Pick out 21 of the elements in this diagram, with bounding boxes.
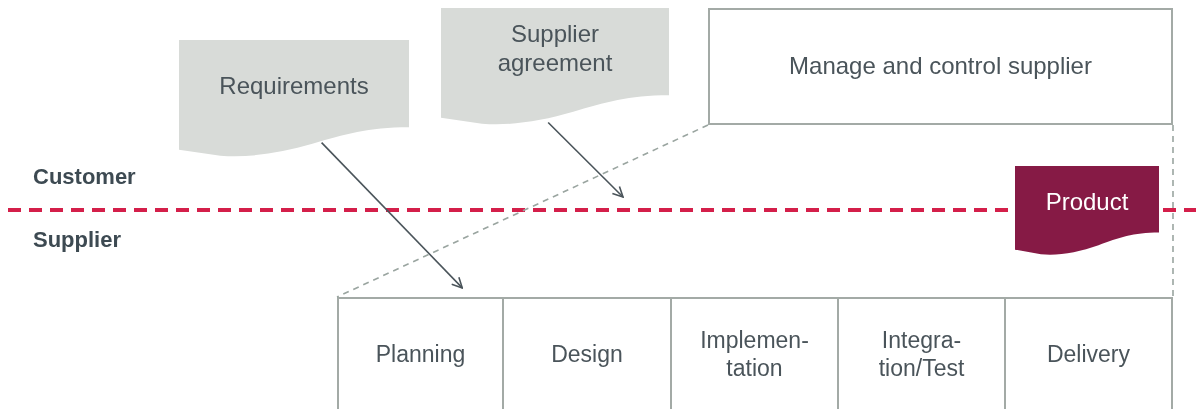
node-label: Requirements [219,72,369,101]
arrow [320,141,464,289]
phase-box [337,297,504,409]
phase-label: Implemen- tation [700,327,809,383]
phase-box [1004,297,1173,409]
phase-label: Design [551,341,623,369]
node-label: Manage and control supplier [789,52,1092,81]
document-shape [441,8,669,126]
document-shape [1015,166,1159,256]
node-label: Product [1045,188,1129,217]
side-label: Customer [33,164,136,190]
phase-label: Planning [375,341,466,369]
side-label: Supplier [33,227,121,253]
phase-label: Integra- tion/Test [878,327,965,383]
document-shape [179,40,409,158]
phase-label: Delivery [1046,341,1131,369]
dashed-connector [1172,124,1174,298]
process-box [708,8,1173,125]
node-label: Supplier agreement [496,20,614,78]
arrow [547,121,624,198]
dashed-connector [336,124,709,298]
